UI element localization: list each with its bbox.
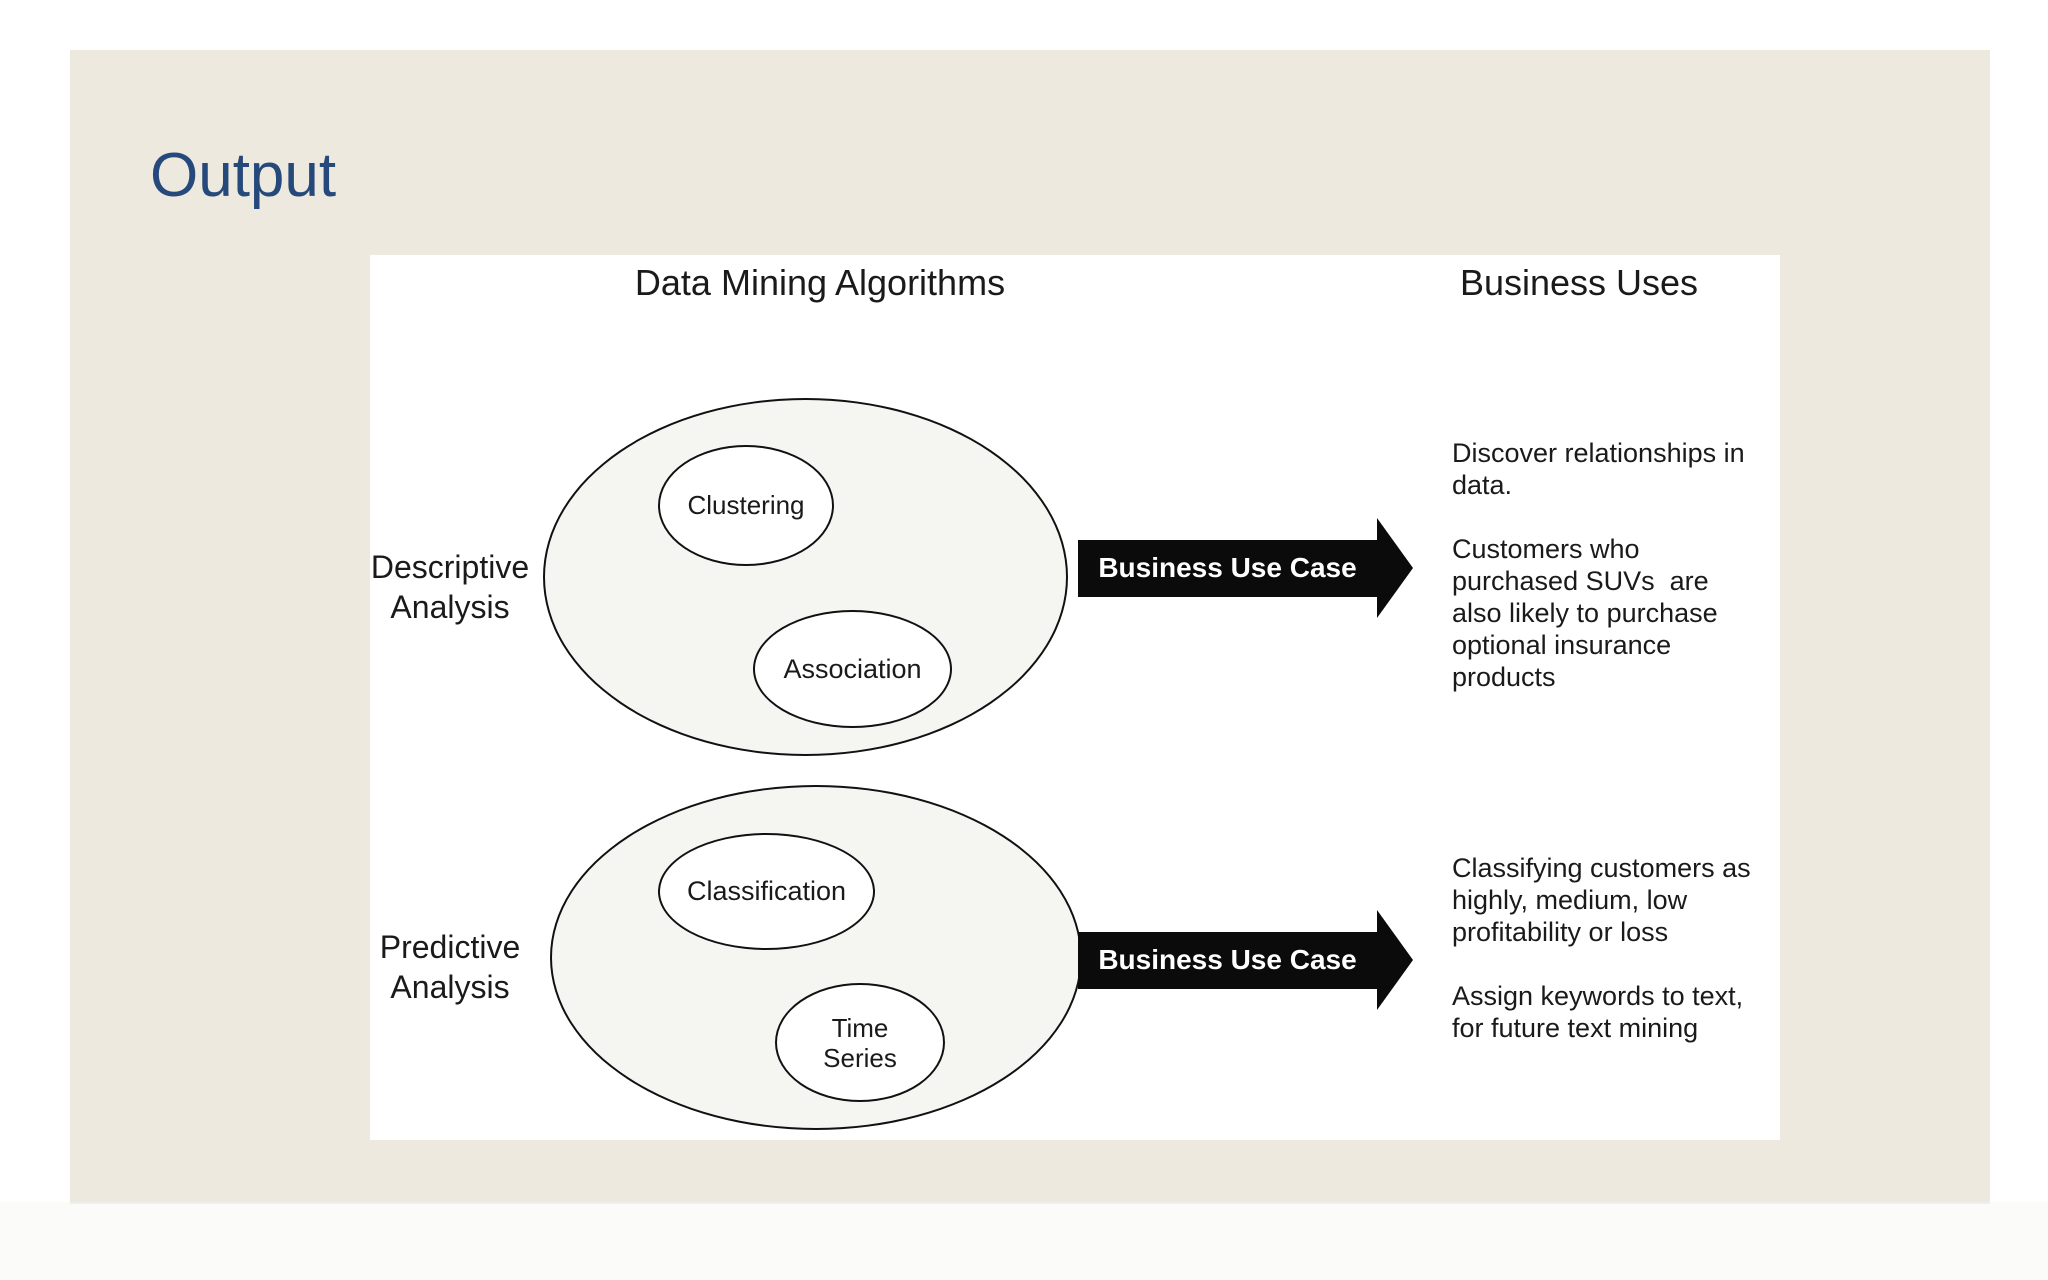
label-predictive-analysis: Predictive Analysis (379, 929, 521, 1005)
business-uses-text-predictive: Classifying customers as highly, medium,… (1452, 852, 1772, 1044)
business-uses-text-descriptive: Discover relationships in data. Customer… (1452, 437, 1772, 693)
uses-paragraph: Assign keywords to text, for future text… (1452, 981, 1744, 1043)
arrow-label: Business Use Case (1098, 552, 1357, 583)
arrow-label: Business Use Case (1098, 944, 1357, 975)
page-bottom-strip (0, 1202, 2048, 1280)
business-use-case-arrow-descriptive: Business Use Case (1078, 518, 1413, 618)
label-descriptive-analysis: Descriptive Analysis (370, 549, 530, 625)
ellipse-classification: Classification (658, 833, 875, 950)
ellipse-clustering-label: Clustering (687, 490, 805, 520)
arrow-body: Business Use Case (1078, 931, 1377, 989)
arrow-head-icon (1377, 910, 1413, 1010)
uses-paragraph: Customers who purchased SUVs are also li… (1452, 534, 1718, 692)
arrow-body: Business Use Case (1078, 539, 1377, 597)
ellipse-association-label: Association (783, 653, 922, 684)
ellipse-classification-label: Classification (686, 876, 847, 906)
ellipse-time-series: Time Series (775, 983, 945, 1102)
slide: Output Data Mining Algorithms Business U… (70, 50, 1990, 1202)
heading-business-uses: Business Uses (1459, 262, 1699, 303)
ellipse-clustering: Clustering (658, 445, 834, 566)
page-title: Output (150, 141, 337, 210)
arrow-head-icon (1377, 518, 1413, 618)
uses-paragraph: Discover relationships in data. (1452, 438, 1745, 500)
ellipse-association: Association (753, 610, 952, 728)
business-use-case-arrow-predictive: Business Use Case (1078, 910, 1413, 1010)
uses-paragraph: Classifying customers as highly, medium,… (1452, 853, 1751, 947)
heading-data-mining-algorithms: Data Mining Algorithms (634, 262, 1006, 303)
ellipse-time-series-label: Time Series (823, 1012, 897, 1073)
diagram-panel: Data Mining Algorithms Business Uses Des… (370, 255, 1780, 1140)
